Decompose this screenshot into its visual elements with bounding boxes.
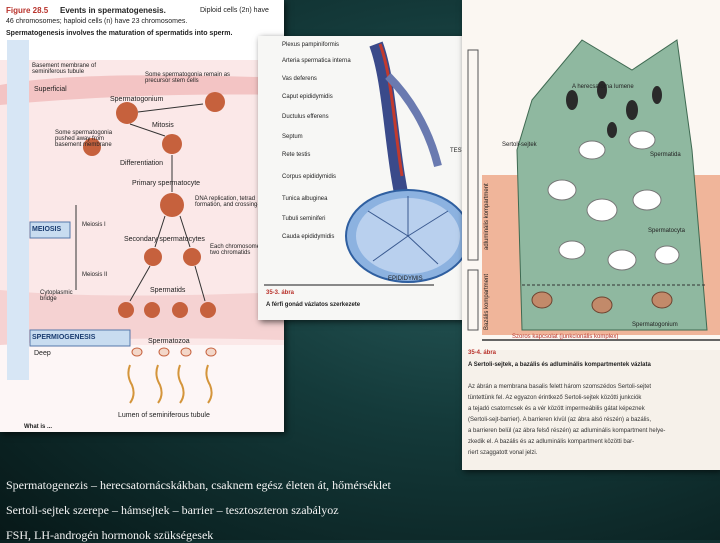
- meiosis-ii-label: Meiosis II: [82, 272, 107, 278]
- meiosis-box: MEIOSIS: [32, 226, 61, 233]
- cytoplasmic-bridge-label: Cytoplasmic bridge: [40, 290, 90, 302]
- spermatogonium-label: Spermatogonium: [632, 322, 678, 328]
- figure-subtitle-a: Diploid cells (2n) have: [200, 7, 269, 14]
- epididymis-label: EPIDIDYMIS: [388, 276, 423, 282]
- sertoli-diagram: [462, 0, 720, 350]
- basement-membrane-label: Basement membrane of seminiferous tubule: [32, 63, 102, 75]
- basal-label: Bazális kompartment: [484, 274, 490, 330]
- anatomy-label-4: Caput epididymidis: [282, 94, 333, 100]
- spermatids-label: Spermatids: [150, 287, 185, 294]
- deep-label: Deep: [34, 350, 51, 357]
- slide-caption-1: Spermatogenezis – herecsatornácskákban, …: [6, 478, 391, 493]
- adluminal-label: adluminális kompartment: [484, 183, 490, 250]
- superficial-label: Superficial: [34, 86, 67, 93]
- body-line: a tejadó csatorncsek és a vér között imp…: [468, 404, 665, 415]
- anatomy-label-3: Vas deferens: [282, 76, 317, 82]
- figure-35-4-body: Az ábrán a membrana basalis felett három…: [468, 382, 665, 459]
- slide-caption-3: FSH, LH-androgén hormonok szükségesek: [6, 528, 213, 543]
- figure-35-4-number: 35-4. ábra: [468, 350, 496, 356]
- body-line: a barrieren belül (az ábra felső részén)…: [468, 426, 665, 437]
- slide-caption-2: Sertoli-sejtek szerepe – hámsejtek – bar…: [6, 503, 339, 518]
- differentiation-label: Differentiation: [120, 160, 163, 167]
- testis-anatomy-figure: Plexus pampiniformis Arteria spermatica …: [258, 36, 480, 320]
- spermatogenesis-figure: Figure 28.5 Events in spermatogenesis. D…: [0, 0, 284, 432]
- spermatozoa-label: Spermatozoa: [148, 338, 190, 345]
- anatomy-label-11: Cauda epididymidis: [282, 234, 334, 240]
- body-line: (Sertoli-sejt-barrier). A barrieren kívü…: [468, 415, 665, 426]
- body-line: zkedik el. A bazális és az adluminális k…: [468, 437, 665, 448]
- anatomy-label-10: Tubuli seminiferi: [282, 216, 325, 222]
- body-line: riert szaggatott vonal jelzi.: [468, 448, 665, 459]
- meiosis-i-label: Meiosis I: [82, 222, 106, 228]
- body-line: tüntettünk fel. Az egyazon érintkező Ser…: [468, 393, 665, 404]
- lumen-label: A herecsatorna lumene: [572, 84, 634, 90]
- body-line: Az ábrán a membrana basalis felett három…: [468, 382, 665, 393]
- pushed-away-note: Some spermatogonia pushed away from base…: [55, 130, 127, 148]
- figure-35-3-caption: A férfi gonád vázlatos szerkezete: [266, 302, 360, 308]
- lumen-label: Lumen of seminiferous tubule: [118, 412, 210, 419]
- secondary-spermatocytes-label: Secondary spermatocytes: [124, 236, 205, 243]
- anatomy-label-8: Corpus epididymidis: [282, 174, 336, 180]
- anatomy-label-7: Rete testis: [282, 152, 310, 158]
- spermiogenesis-box: SPERMIOGENESIS: [32, 334, 95, 341]
- mitosis-label: Mitosis: [152, 122, 174, 129]
- sertoli-figure: A herecsatorna lumene Sertoli-sejtek Spe…: [462, 0, 720, 470]
- figure-subtitle-b: 46 chromosomes; haploid cells (n) have 2…: [6, 18, 187, 25]
- primary-spermatocyte-label: Primary spermatocyte: [132, 180, 200, 187]
- anatomy-label-2: Arteria spermatica interna: [282, 58, 351, 64]
- tight-junction-label: Szoros kapcsolat (junkcionális komplex): [512, 334, 618, 340]
- spermatogonium-label: Spermatogonium: [110, 96, 163, 103]
- anatomy-label-1: Plexus pampiniformis: [282, 42, 339, 48]
- figure-35-3-number: 35-3. ábra: [266, 290, 294, 296]
- figure-label: Figure 28.5: [6, 6, 48, 15]
- sertoli-cells-label: Sertoli-sejtek: [502, 142, 537, 148]
- stem-cell-note: Some spermatogonia remain as precursor s…: [145, 72, 235, 84]
- figure-title: Events in spermatogenesis.: [60, 6, 166, 15]
- figure-footer: What is ...: [24, 424, 52, 430]
- figure-35-4-title: A Sertoli-sejtek, a bazális és adluminál…: [468, 362, 708, 368]
- anatomy-label-5: Ductulus efferens: [282, 114, 329, 120]
- figure-subtitle-c: Spermatogenesis involves the maturation …: [6, 30, 232, 37]
- anatomy-label-9: Tunica albuginea: [282, 196, 327, 202]
- anatomy-label-6: Septum: [282, 134, 303, 140]
- spermatocyta-label: Spermatocyta: [648, 228, 685, 234]
- spermatida-label: Spermatida: [650, 152, 681, 158]
